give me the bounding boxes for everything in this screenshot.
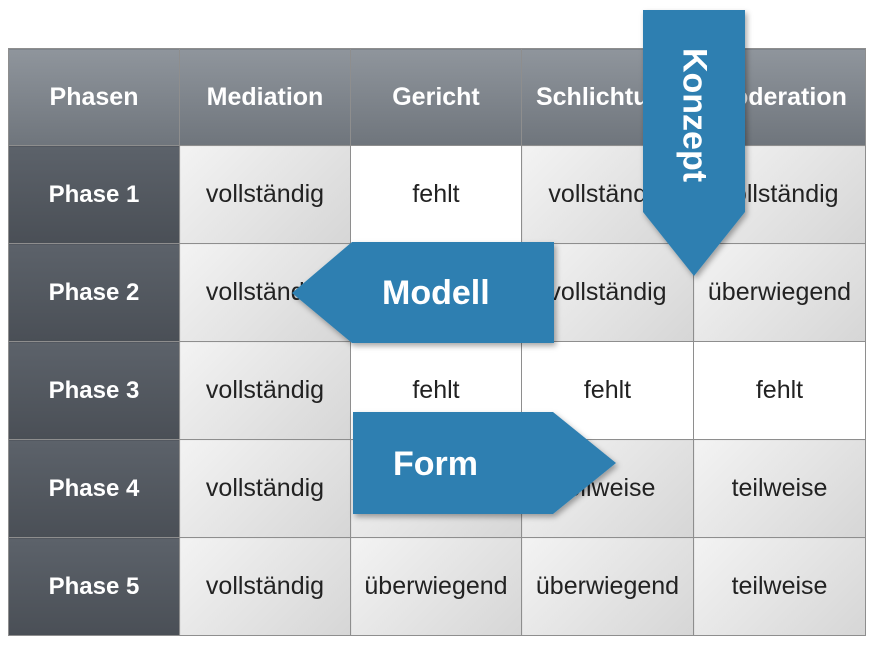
table-cell: vollständig — [179, 439, 351, 538]
table-cell: überwiegend — [693, 243, 866, 342]
table-cell: vollständig — [179, 341, 351, 440]
table-cell: fehlt — [693, 341, 866, 440]
row-label: Phase 3 — [8, 341, 180, 440]
row-label: Phase 4 — [8, 439, 180, 538]
table-cell: teilweise — [693, 537, 866, 636]
konzept-arrow — [643, 10, 745, 276]
modell-arrow — [292, 242, 554, 343]
table-cell: vollständig — [179, 145, 351, 244]
form-arrow — [353, 412, 616, 514]
table-cell: vollständig — [179, 537, 351, 636]
table-row: Phase 5 vollständig überwiegend überwieg… — [8, 537, 866, 636]
table-cell: fehlt — [350, 145, 522, 244]
row-label: Phase 1 — [8, 145, 180, 244]
table-cell: überwiegend — [521, 537, 694, 636]
table-row: Phase 1 vollständig fehlt vollständig vo… — [8, 145, 866, 244]
row-label: Phase 5 — [8, 537, 180, 636]
form-arrow-label: Form — [393, 445, 478, 483]
konzept-arrow-label: Konzept — [675, 47, 714, 183]
table-cell: überwiegend — [350, 537, 522, 636]
column-header-phasen: Phasen — [8, 48, 180, 146]
modell-arrow-label: Modell — [382, 274, 490, 312]
row-label: Phase 2 — [8, 243, 180, 342]
